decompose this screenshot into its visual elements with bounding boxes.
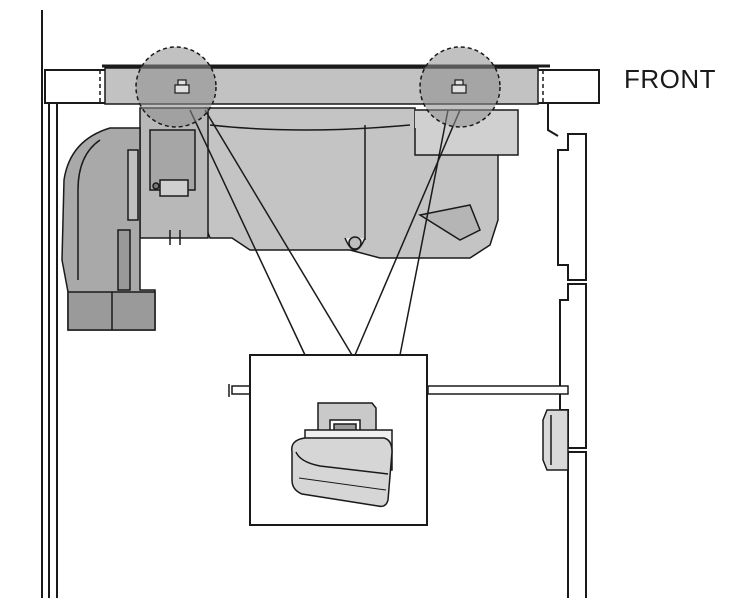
cabinet-doors [547,104,587,598]
duct-elbow [61,127,156,331]
clip-detail-illustration [291,402,393,508]
cabinet-side-wall [41,10,58,598]
magnifier-zoom-lines [189,109,461,356]
magnified-clip-detail [249,354,428,526]
clip-icon [451,79,467,94]
mounting-clip-right [419,46,501,128]
clip-icon [174,79,190,94]
blower-housing [204,107,519,259]
door-hinge [542,409,569,471]
mounting-clip-left [135,46,217,128]
motor-assembly [139,107,209,245]
front-label: FRONT [624,64,717,94]
